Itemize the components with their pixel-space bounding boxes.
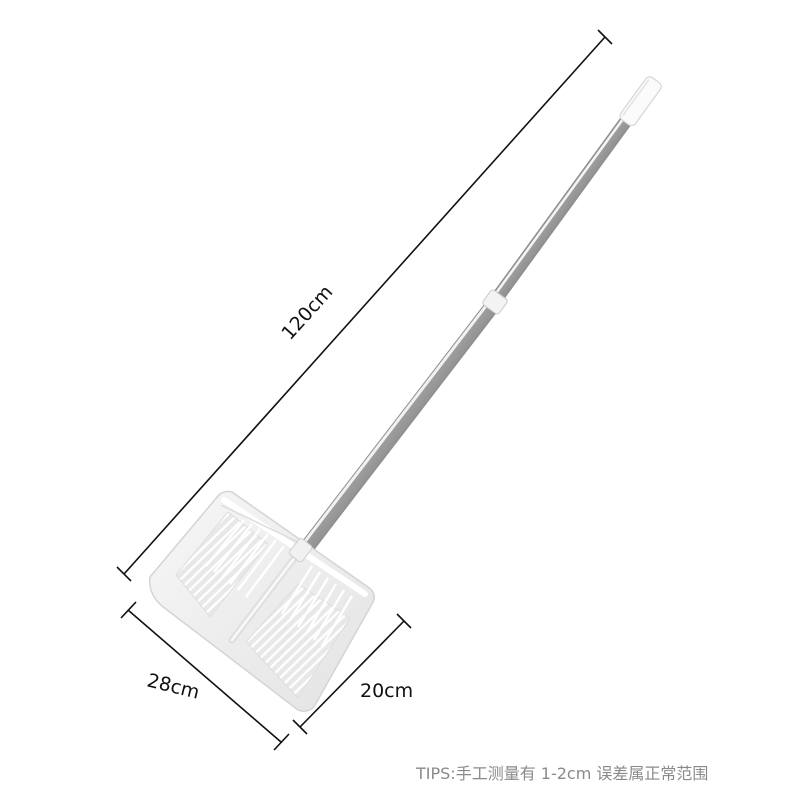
depth-dimension-tick-end <box>396 613 412 629</box>
length-dimension-tick-start <box>116 566 132 582</box>
scoop-slots-left <box>175 511 269 618</box>
width-dimension-line <box>127 609 282 743</box>
width-label: 28cm <box>145 670 202 704</box>
scoop-head <box>149 490 375 712</box>
scoop-rear-grille-right <box>280 565 354 647</box>
depth-dimension-tick-start <box>292 719 308 735</box>
scoop-handle-socket <box>288 538 313 563</box>
scoop-rear-grille-left <box>205 519 285 598</box>
depth-dimension-line <box>299 620 405 728</box>
width-dimension-tick-end <box>273 733 290 751</box>
handle-collar <box>482 289 508 315</box>
scoop-handle <box>296 76 662 559</box>
length-dimension <box>116 29 613 582</box>
length-dimension-line <box>123 36 606 575</box>
depth-dimension <box>292 613 412 735</box>
tips-note: TIPS:手工测量有 1-2cm 误差属正常范围 <box>416 764 709 783</box>
depth-label: 20cm <box>360 680 413 702</box>
handle-end-cap <box>619 76 662 127</box>
length-label: 120cm <box>277 281 337 344</box>
width-dimension <box>120 601 290 751</box>
length-dimension-tick-end <box>597 29 613 45</box>
scoop-slots-right <box>245 583 351 699</box>
width-dimension-tick-start <box>120 601 137 619</box>
